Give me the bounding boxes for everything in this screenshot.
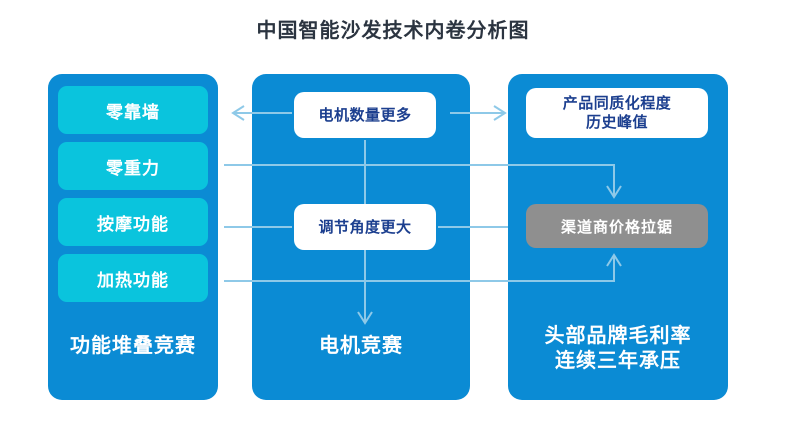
node-dealer-price-tugofwar[interactable]: 渠道商价格拉锯	[526, 204, 708, 248]
feature-chip-zero-wall[interactable]: 零靠墙	[58, 86, 208, 134]
page-title: 中国智能沙发技术内卷分析图	[256, 20, 530, 42]
feature-chip-massage[interactable]: 按摩功能	[58, 198, 208, 246]
caption-right-line1: 头部品牌毛利率	[544, 325, 692, 347]
caption-left-column: 功能堆叠竞赛	[70, 335, 196, 357]
node-homogenization-line1: 产品同质化程度	[562, 95, 672, 112]
node-homogenization-line2: 历史峰值	[585, 114, 648, 131]
caption-middle-column: 电机竞赛	[319, 335, 403, 357]
caption-right-column: 头部品牌毛利率 连续三年承压	[508, 324, 728, 374]
feature-chip-zero-gravity[interactable]: 零重力	[58, 142, 208, 190]
arrowhead-right-top	[493, 105, 507, 121]
node-larger-adjust-angle[interactable]: 调节角度更大	[294, 204, 436, 250]
node-homogenization-peak[interactable]: 产品同质化程度 历史峰值	[526, 88, 708, 138]
feature-chip-heating[interactable]: 加热功能	[58, 254, 208, 302]
arrowhead-left-top	[231, 105, 245, 121]
caption-right-line2: 连续三年承压	[555, 350, 681, 372]
node-more-motors[interactable]: 电机数量更多	[294, 92, 436, 138]
